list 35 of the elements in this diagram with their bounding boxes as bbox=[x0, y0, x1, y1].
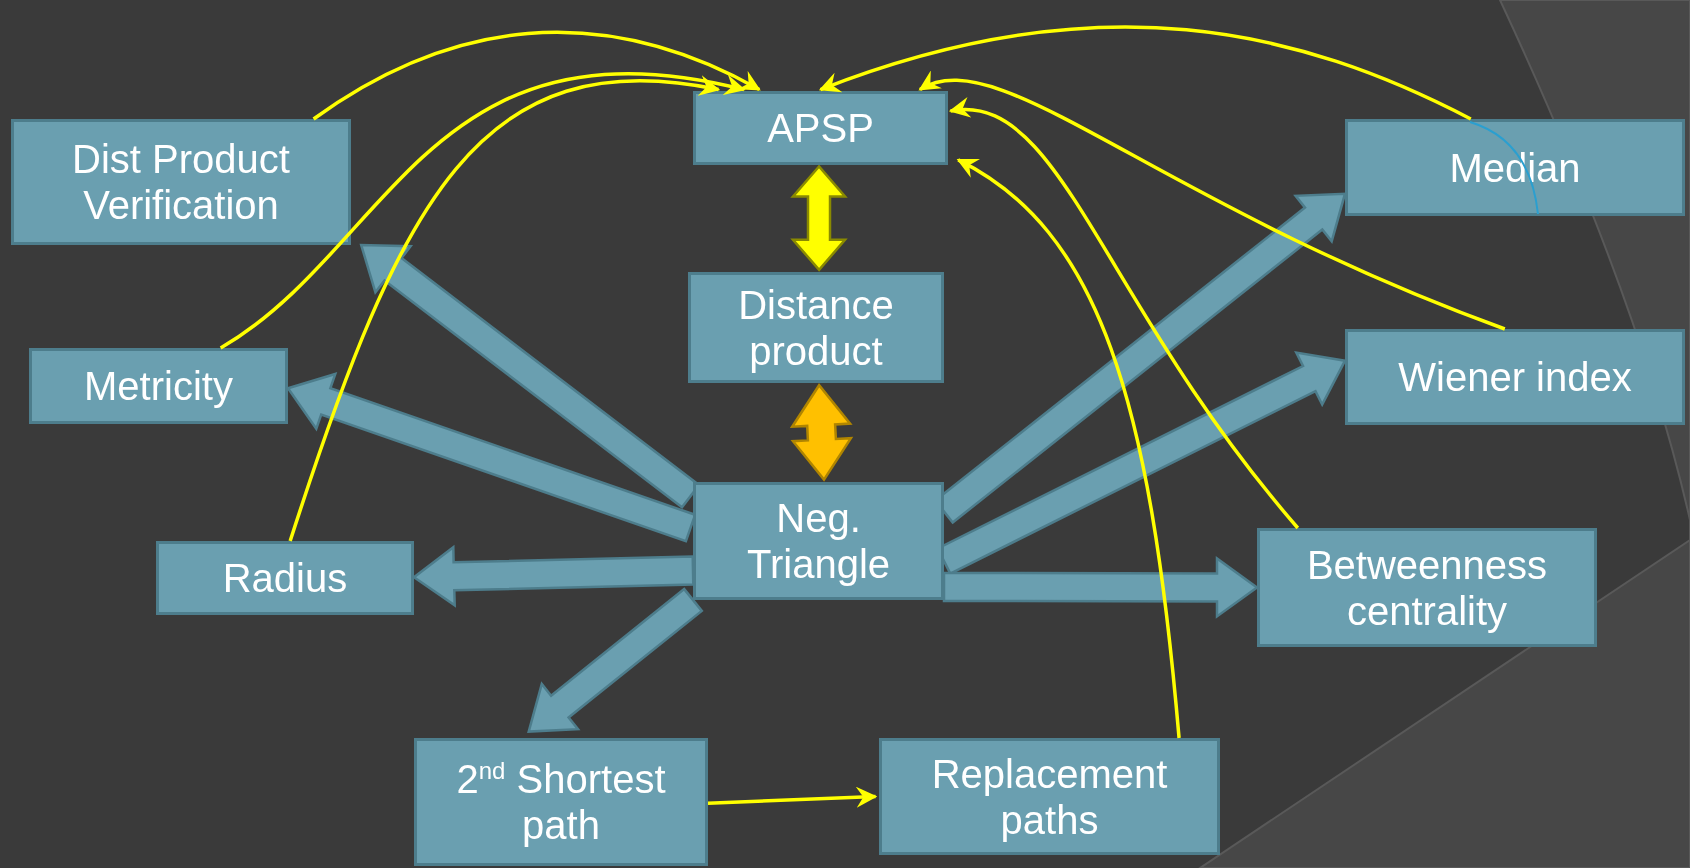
process-box bbox=[879, 738, 1220, 855]
box-label: Dist Product Verification bbox=[71, 136, 291, 228]
box-label: Wiener index bbox=[1398, 354, 1632, 400]
box-label: 2$^{nd}$ Shortest path bbox=[455, 756, 667, 848]
process-box bbox=[693, 482, 944, 600]
double-arrow bbox=[790, 164, 848, 272]
arrow bbox=[948, 100, 1300, 530]
process-box bbox=[414, 738, 708, 866]
box-label: Neg. Triangle bbox=[746, 495, 891, 587]
arrow bbox=[918, 72, 1506, 331]
process-box bbox=[29, 348, 288, 424]
process-box bbox=[11, 119, 351, 245]
process-box bbox=[156, 541, 414, 615]
block-arrow bbox=[527, 587, 704, 733]
arrow bbox=[288, 76, 721, 542]
arrow bbox=[707, 786, 878, 808]
process-box bbox=[1345, 329, 1685, 425]
block-arrow bbox=[411, 544, 695, 608]
process-box bbox=[688, 272, 944, 383]
box-label: Radius bbox=[222, 555, 348, 601]
process-box bbox=[693, 91, 948, 165]
arrow bbox=[312, 30, 761, 121]
block-arrow bbox=[942, 555, 1260, 619]
box-label: Betweenness centrality bbox=[1305, 541, 1549, 634]
box-label: Median bbox=[1449, 144, 1581, 191]
double-arrow bbox=[789, 383, 854, 482]
process-box bbox=[1345, 119, 1685, 216]
box-label: APSP bbox=[767, 105, 874, 151]
process-box bbox=[1257, 528, 1597, 647]
arrow bbox=[818, 25, 1472, 121]
arrow bbox=[219, 72, 746, 350]
arrow bbox=[956, 158, 1181, 739]
box-label: Replacement paths bbox=[930, 750, 1169, 843]
box-label: Distance product bbox=[737, 281, 895, 374]
box-label: Metricity bbox=[84, 363, 233, 409]
